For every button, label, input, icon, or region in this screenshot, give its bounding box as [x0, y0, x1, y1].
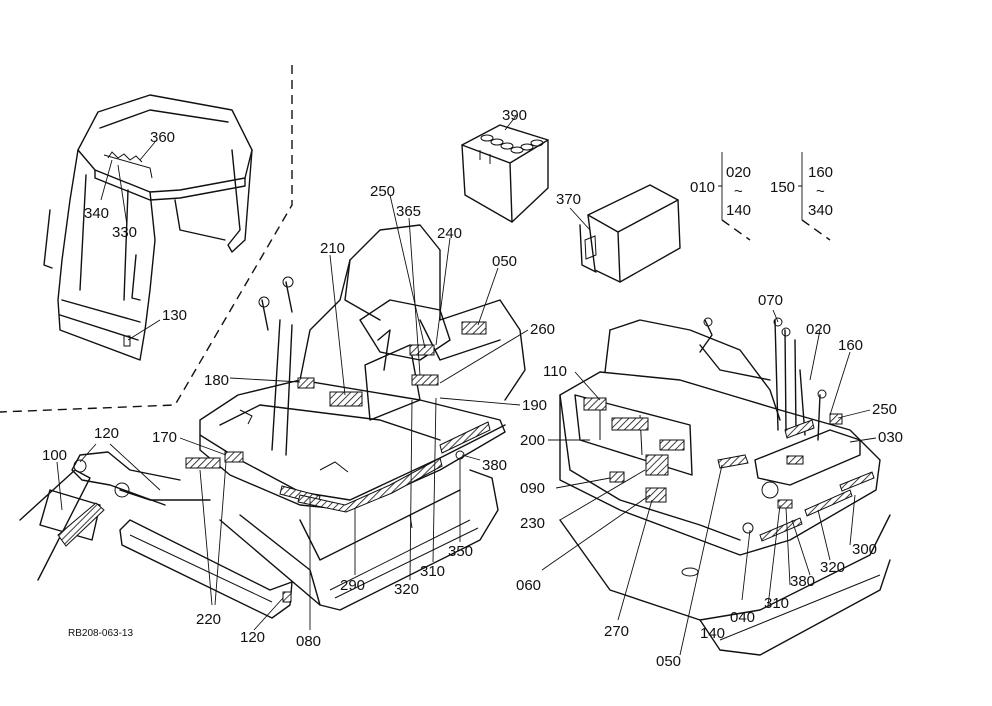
- callout-110: 110: [543, 363, 567, 380]
- callout-310-left: 310: [420, 563, 445, 580]
- callout-240: 240: [437, 225, 462, 242]
- callout-320-right: 320: [820, 559, 845, 576]
- callout-360: 360: [150, 129, 175, 146]
- callout-250: 250: [370, 183, 395, 200]
- callout-020-right: 020: [806, 321, 831, 338]
- range-from-160: 160: [808, 164, 833, 181]
- callout-320-left: 320: [394, 581, 419, 598]
- callout-170: 170: [152, 429, 177, 446]
- range-from-020: 020: [726, 164, 751, 181]
- range-tilde-1: ~: [734, 183, 743, 200]
- callout-120-top: 120: [94, 425, 119, 442]
- callout-380-left: 380: [482, 457, 507, 474]
- callout-230: 230: [520, 515, 545, 532]
- callout-050-bottom: 050: [656, 653, 681, 670]
- range-prefix-010: 010: [690, 179, 715, 196]
- callout-210: 210: [320, 240, 345, 257]
- callout-370: 370: [556, 191, 581, 208]
- callout-200: 200: [520, 432, 545, 449]
- callout-080: 080: [296, 633, 321, 650]
- callout-260: 260: [530, 321, 555, 338]
- callout-330: 330: [112, 224, 137, 241]
- callout-140: 140: [700, 625, 725, 642]
- range-to-140: 140: [726, 202, 751, 219]
- callout-310-right: 310: [764, 595, 789, 612]
- callout-270: 270: [604, 623, 629, 640]
- callout-220: 220: [196, 611, 221, 628]
- range-prefix-150: 150: [770, 179, 795, 196]
- callout-350: 350: [448, 543, 473, 560]
- excavator-front-view: [19, 224, 526, 619]
- callout-190: 190: [522, 397, 547, 414]
- leader-lines: [56, 115, 877, 656]
- callout-070: 070: [758, 292, 783, 309]
- toolbox-drawing: [579, 184, 681, 283]
- callout-130: 130: [162, 307, 187, 324]
- callout-060: 060: [516, 577, 541, 594]
- callout-120-bottom: 120: [240, 629, 265, 646]
- callout-250-right: 250: [872, 401, 897, 418]
- callout-290: 290: [340, 577, 365, 594]
- range-tilde-2: ~: [816, 183, 825, 200]
- callout-160-right: 160: [838, 337, 863, 354]
- callout-090: 090: [520, 480, 545, 497]
- range-to-340: 340: [808, 202, 833, 219]
- excavator-rear-view: [559, 317, 891, 656]
- callout-390: 390: [502, 107, 527, 124]
- range-bracket-dashes: [721, 219, 831, 241]
- callout-050: 050: [492, 253, 517, 270]
- inset-divider: [0, 65, 293, 413]
- callout-180: 180: [204, 372, 229, 389]
- callout-100: 100: [42, 447, 67, 464]
- battery-drawing: [461, 124, 549, 223]
- canopy-drawing: [43, 94, 253, 361]
- callout-040: 040: [730, 609, 755, 626]
- callout-300: 300: [852, 541, 877, 558]
- callout-labels: 360 340 330 130 390 370 250 365 240 210 …: [42, 107, 903, 670]
- drawing-code: RB208-063-13: [68, 628, 133, 639]
- callout-340: 340: [84, 205, 109, 222]
- callout-380-right: 380: [790, 573, 815, 590]
- callout-030: 030: [878, 429, 903, 446]
- callout-365: 365: [396, 203, 421, 220]
